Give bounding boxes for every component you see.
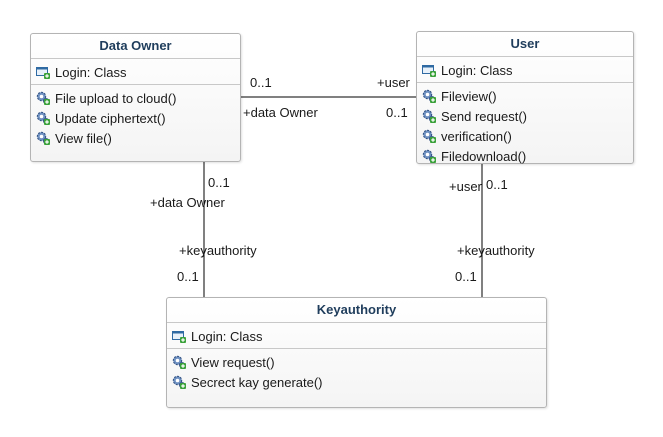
class-user-title: User xyxy=(417,32,633,57)
class-keyauthority-attributes: Login: Class xyxy=(167,323,546,349)
user-key-key-end-role: +keyauthority xyxy=(457,243,535,258)
operation-text: View file() xyxy=(55,130,112,146)
class-data-owner[interactable]: Data Owner Login: Class File upload to c… xyxy=(30,33,241,162)
owner-user-user-end-role: +user xyxy=(377,75,410,90)
owner-key-key-end-multiplicity: 0..1 xyxy=(177,269,199,284)
operation-icon xyxy=(421,88,437,104)
attribute-text: Login: Class xyxy=(191,328,263,344)
user-key-key-end-multiplicity: 0..1 xyxy=(455,269,477,284)
attribute-icon xyxy=(35,64,51,80)
class-data-owner-title: Data Owner xyxy=(31,34,240,59)
operation-icon xyxy=(421,128,437,144)
operation-row[interactable]: View request() xyxy=(171,352,546,372)
class-user-attributes: Login: Class xyxy=(417,57,633,83)
operation-text: verification() xyxy=(441,128,512,144)
attribute-icon xyxy=(421,62,437,78)
operation-icon xyxy=(171,354,187,370)
operation-text: Secrect kay generate() xyxy=(191,374,323,390)
operation-icon xyxy=(35,90,51,106)
owner-key-owner-end-role: +data Owner xyxy=(150,195,225,210)
operation-text: Filedownload() xyxy=(441,148,527,164)
attribute-text: Login: Class xyxy=(441,62,513,78)
owner-user-user-end-multiplicity: 0..1 xyxy=(386,105,408,120)
operation-row[interactable]: File upload to cloud() xyxy=(35,88,240,108)
operation-row[interactable]: Send request() xyxy=(421,106,633,126)
owner-user-owner-end-multiplicity: 0..1 xyxy=(250,75,272,90)
class-keyauthority-title: Keyauthority xyxy=(167,298,546,323)
operation-row[interactable]: Fileview() xyxy=(421,86,633,106)
user-key-user-end-role: +user xyxy=(449,179,482,194)
class-keyauthority-operations: View request() Secrect kay generate() xyxy=(167,349,546,394)
operation-row[interactable]: Update ciphertext() xyxy=(35,108,240,128)
operation-row[interactable]: Secrect kay generate() xyxy=(171,372,546,392)
attribute-row[interactable]: Login: Class xyxy=(421,60,633,80)
attribute-row[interactable]: Login: Class xyxy=(171,326,546,346)
operation-icon xyxy=(171,374,187,390)
class-keyauthority[interactable]: Keyauthority Login: Class View request()… xyxy=(166,297,547,408)
attribute-icon xyxy=(171,328,187,344)
operation-row[interactable]: verification() xyxy=(421,126,633,146)
operation-text: Send request() xyxy=(441,108,527,124)
operation-icon xyxy=(421,108,437,124)
operation-icon xyxy=(421,148,437,164)
operation-row[interactable]: Filedownload() xyxy=(421,146,633,166)
attribute-text: Login: Class xyxy=(55,64,127,80)
operation-text: View request() xyxy=(191,354,275,370)
operation-icon xyxy=(35,110,51,126)
class-data-owner-operations: File upload to cloud() Update ciphertext… xyxy=(31,85,240,150)
owner-key-owner-end-multiplicity: 0..1 xyxy=(208,175,230,190)
attribute-row[interactable]: Login: Class xyxy=(35,62,240,82)
user-key-user-end-multiplicity: 0..1 xyxy=(486,177,508,192)
operation-icon xyxy=(35,130,51,146)
owner-key-key-end-role: +keyauthority xyxy=(179,243,257,258)
class-user[interactable]: User Login: Class Fileview() Send reques… xyxy=(416,31,634,164)
operation-text: File upload to cloud() xyxy=(55,90,177,106)
operation-text: Update ciphertext() xyxy=(55,110,166,126)
class-user-operations: Fileview() Send request() verification()… xyxy=(417,83,633,168)
operation-text: Fileview() xyxy=(441,88,497,104)
operation-row[interactable]: View file() xyxy=(35,128,240,148)
owner-user-owner-end-role: +data Owner xyxy=(243,105,318,120)
class-data-owner-attributes: Login: Class xyxy=(31,59,240,85)
